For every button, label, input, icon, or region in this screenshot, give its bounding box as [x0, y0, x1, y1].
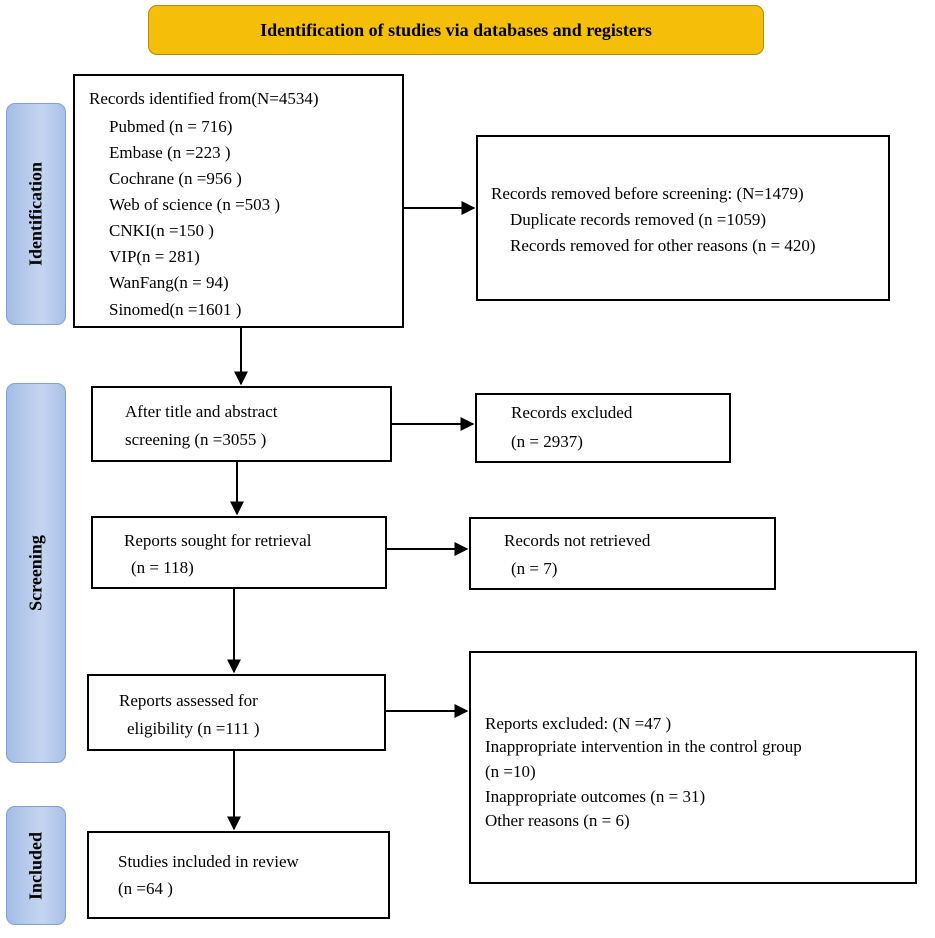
screened-line1: After title and abstract — [125, 402, 278, 421]
screened-line2: screening (n =3055 ) — [125, 430, 267, 449]
reason-control-group-n: (n =10) — [485, 762, 536, 781]
source-cnki: CNKI(n =150 ) — [109, 221, 214, 240]
reports-excluded-box — [469, 651, 917, 884]
source-embase: Embase (n =223 ) — [109, 143, 231, 162]
reports-assessed-box — [87, 674, 386, 751]
source-cochrane: Cochrane (n =956 ) — [109, 169, 242, 188]
screened-box — [91, 386, 392, 462]
reports-sought-line1: Reports sought for retrieval — [124, 531, 312, 550]
reason-other: Other reasons (n = 6) — [485, 811, 630, 830]
studies-included-box — [87, 831, 390, 919]
not-retrieved-line1: Records not retrieved — [504, 531, 651, 550]
flow-header: Identification of studies via databases … — [148, 5, 764, 55]
records-removed-title: Records removed before screening: (N=147… — [491, 184, 804, 203]
source-vip: VIP(n = 281) — [109, 247, 200, 266]
duplicates-removed: Duplicate records removed (n =1059) — [510, 210, 766, 229]
reason-control-group: Inappropriate intervention in the contro… — [485, 737, 802, 756]
reports-assessed-line1: Reports assessed for — [119, 691, 258, 710]
records-identified-box — [73, 74, 404, 328]
stage-screening: Screening — [6, 383, 66, 763]
studies-included-line1: Studies included in review — [118, 852, 299, 871]
not-retrieved-box — [469, 517, 776, 590]
records-excluded-line2: (n = 2937) — [511, 432, 583, 451]
reports-excluded-title: Reports excluded: (N =47 ) — [485, 714, 672, 733]
not-retrieved-line2: (n = 7) — [511, 559, 558, 578]
studies-included-line2: (n =64 ) — [118, 879, 173, 898]
source-web-of-science: Web of science (n =503 ) — [109, 195, 281, 214]
other-removed: Records removed for other reasons (n = 4… — [510, 236, 816, 255]
records-excluded-box — [475, 393, 731, 463]
reason-outcomes: Inappropriate outcomes (n = 31) — [485, 787, 706, 806]
records-removed-box — [476, 135, 890, 301]
stage-included: Included — [6, 806, 66, 925]
source-wanfang: WanFang(n = 94) — [109, 273, 229, 292]
source-pubmed: Pubmed (n = 716) — [109, 117, 233, 136]
records-excluded-line1: Records excluded — [511, 403, 633, 422]
records-identified-title: Records identified from(N=4534) — [89, 89, 319, 108]
reports-sought-line2: (n = 118) — [131, 558, 194, 577]
reports-sought-box — [91, 516, 387, 589]
stage-identification: Identification — [6, 103, 66, 325]
source-sinomed: Sinomed(n =1601 ) — [109, 300, 242, 319]
reports-assessed-line2: eligibility (n =111 ) — [127, 719, 260, 738]
